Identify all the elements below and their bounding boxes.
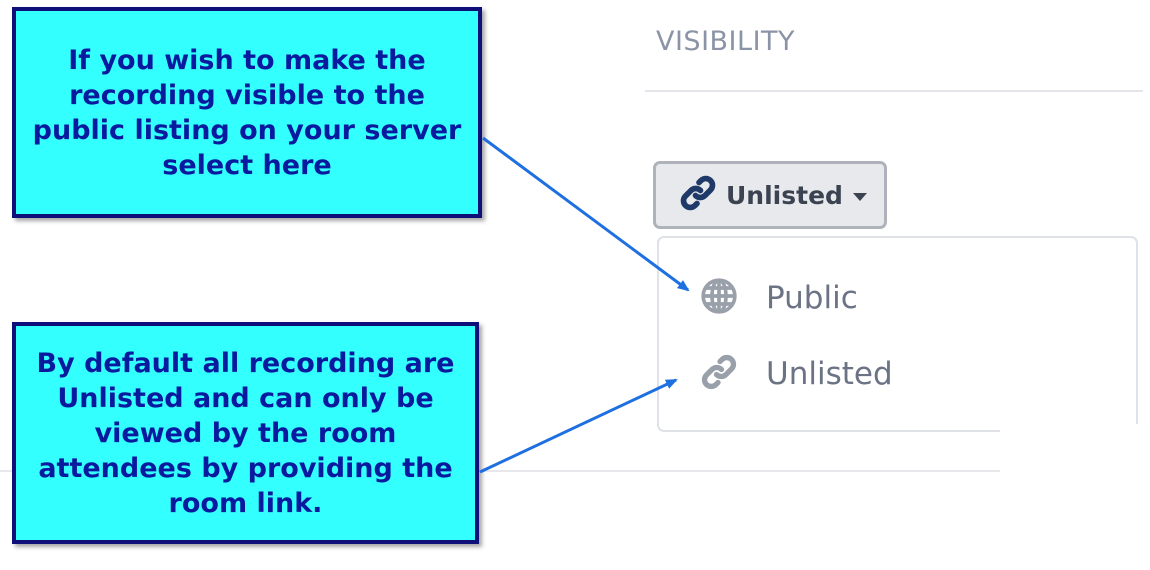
visibility-column-header: VISIBILITY [656, 26, 796, 57]
caret-down-icon [852, 192, 867, 201]
dropdown-item-label: Public [766, 280, 858, 316]
arrow-to-unlisted [479, 378, 678, 474]
globe-icon [699, 276, 739, 321]
callout-unlisted-hint: By default all recording are Unlisted an… [12, 322, 479, 544]
dropdown-item-unlisted[interactable]: Unlisted [659, 336, 1136, 412]
callout-public-hint: If you wish to make the recording visibl… [12, 7, 482, 218]
dropdown-item-public[interactable]: Public [659, 260, 1136, 336]
visibility-dropdown-button[interactable]: Unlisted [653, 161, 887, 229]
visibility-dropdown-menu: Public Unlisted [657, 236, 1138, 432]
link-icon [699, 352, 739, 397]
header-divider [645, 90, 1143, 92]
visibility-dropdown-label: Unlisted [726, 180, 843, 210]
menu-edge-mask [1000, 424, 1150, 436]
dropdown-item-label: Unlisted [766, 356, 893, 392]
link-icon [678, 173, 718, 218]
